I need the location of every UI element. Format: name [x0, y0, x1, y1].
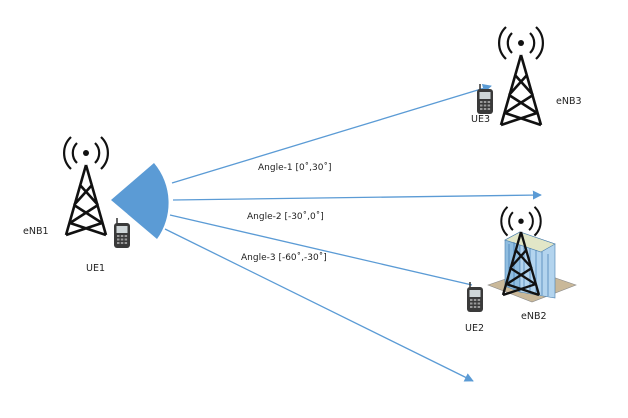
enb1-tower-icon: [62, 135, 110, 237]
beam-line-to-enb3: [171, 84, 492, 184]
ue1-phone-icon: [113, 217, 131, 249]
beam-line-bottom: [164, 228, 474, 382]
beam-line-middle: [172, 190, 542, 201]
beam-line-to-ue2: [169, 214, 473, 286]
enb1-label: eNB1: [23, 226, 49, 237]
enb2-label: eNB2: [521, 311, 547, 322]
angle-3-label: Angle-3 [-60˚,-30˚]: [241, 252, 327, 263]
ue2-phone-icon: [466, 281, 484, 313]
ue1-label: UE1: [86, 263, 105, 274]
beam-sector: [111, 163, 169, 239]
enb3-tower-icon: [497, 25, 545, 127]
angle-1-label: Angle-1 [0˚,30˚]: [258, 162, 332, 173]
angle-2-label: Angle-2 [-30˚,0˚]: [247, 211, 324, 222]
ue3-label: UE3: [471, 114, 490, 125]
ue2-label: UE2: [465, 323, 484, 334]
enb3-label: eNB3: [556, 96, 582, 107]
